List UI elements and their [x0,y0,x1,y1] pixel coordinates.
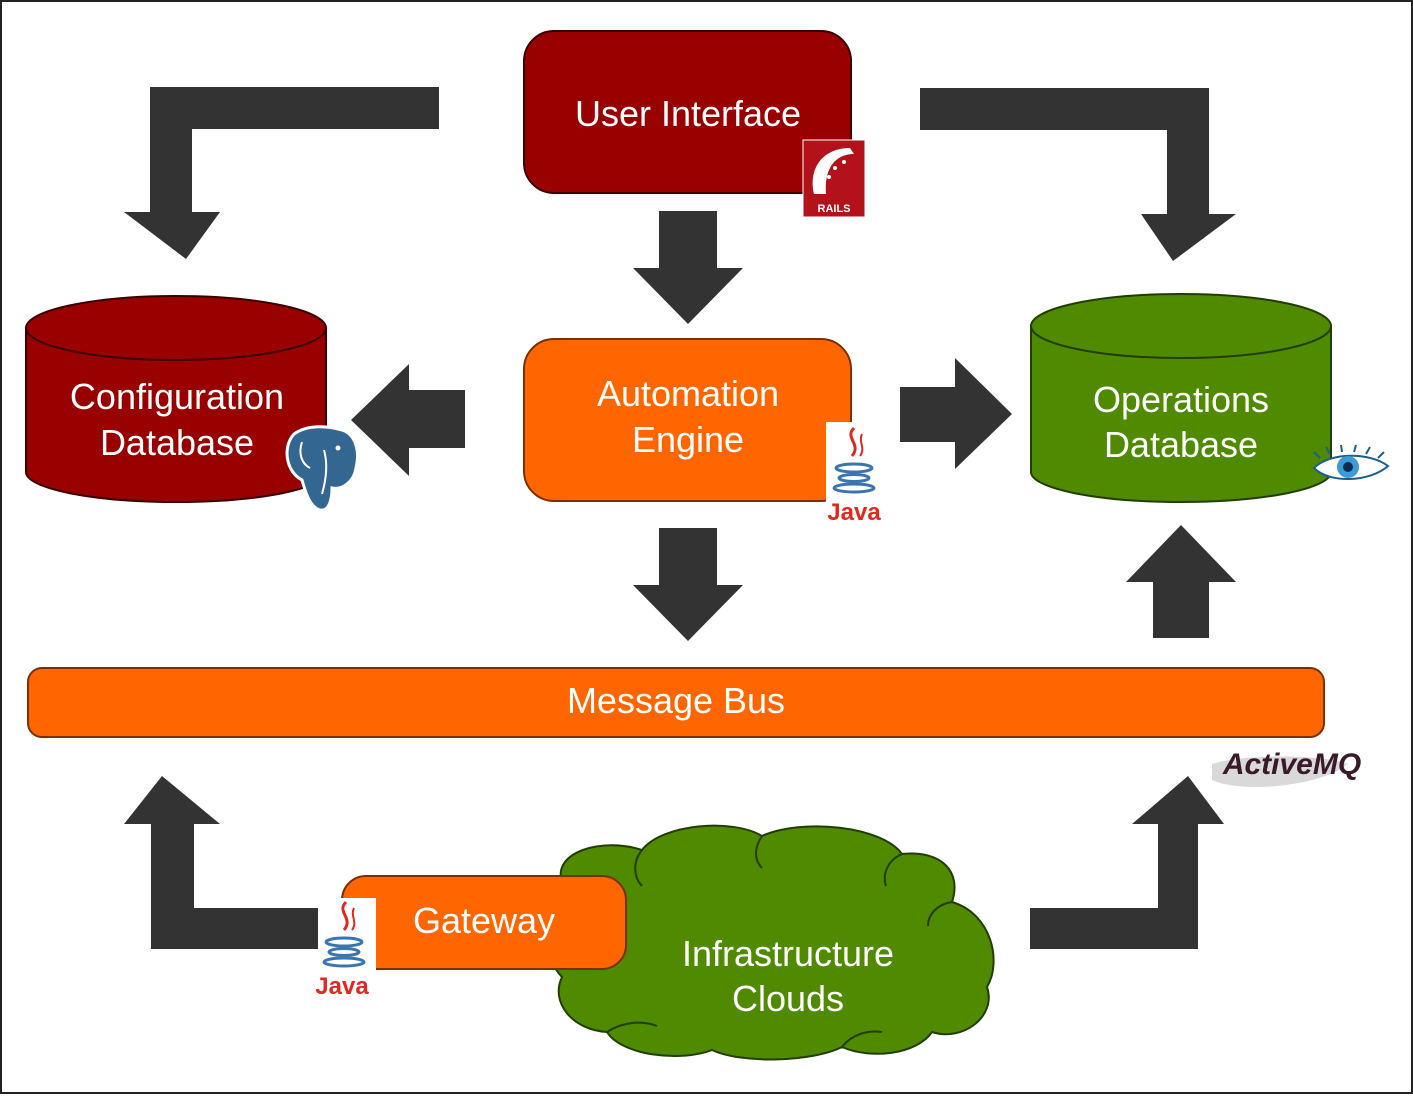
rails-logo: RAILS [802,139,866,218]
rails-logo-text: RAILS [818,203,851,215]
java-logo-engine-text: Java [827,499,881,526]
arrow-ui-to-engine [633,211,743,324]
infrastructure-clouds-label-1: Infrastructure [682,933,894,974]
activemq-logo: ActiveMQ [1212,748,1361,787]
user-interface-label: User Interface [575,93,801,134]
java-logo-engine: Java [826,422,882,526]
java-logo-gateway-text: Java [315,973,369,1000]
automation-engine-label-2: Engine [632,419,744,460]
gateway-label: Gateway [413,900,555,941]
configuration-database-label-1: Configuration [70,376,284,417]
infrastructure-clouds-label-2: Clouds [732,978,844,1019]
configuration-database-label-2: Database [100,422,254,463]
arrow-engine-to-message-bus [633,528,743,641]
activemq-logo-text: ActiveMQ [1222,748,1361,781]
message-bus-label: Message Bus [567,680,785,721]
arrow-engine-to-config-db [351,364,465,476]
arrows [124,87,1236,949]
automation-engine-label-1: Automation [597,373,779,414]
arrow-ui-to-config-db [124,87,439,259]
operations-database-label-2: Database [1104,424,1258,465]
operations-database-node: Operations Database [1030,293,1332,503]
user-interface-node: User Interface [523,30,852,194]
arrow-clouds-to-message-bus [1030,776,1224,949]
arrow-gateway-to-message-bus [124,776,322,949]
automation-engine-node: Automation Engine [523,338,852,502]
infrastructure-clouds-node: Infrastructure Clouds [546,824,995,1061]
message-bus-node: Message Bus [27,667,1325,738]
operations-database-label-1: Operations [1093,379,1269,420]
arrow-engine-to-operations-db [900,358,1012,469]
gateway-node: Gateway [341,875,627,970]
postgresql-elephant-icon [285,425,359,512]
arrow-message-bus-to-operations-db [1126,525,1236,638]
configuration-database-node: Configuration Database [25,295,327,503]
arrow-ui-to-operations-db [920,88,1236,261]
java-logo-gateway: Java [315,898,376,1002]
cassandra-eye-icon [1312,444,1390,480]
